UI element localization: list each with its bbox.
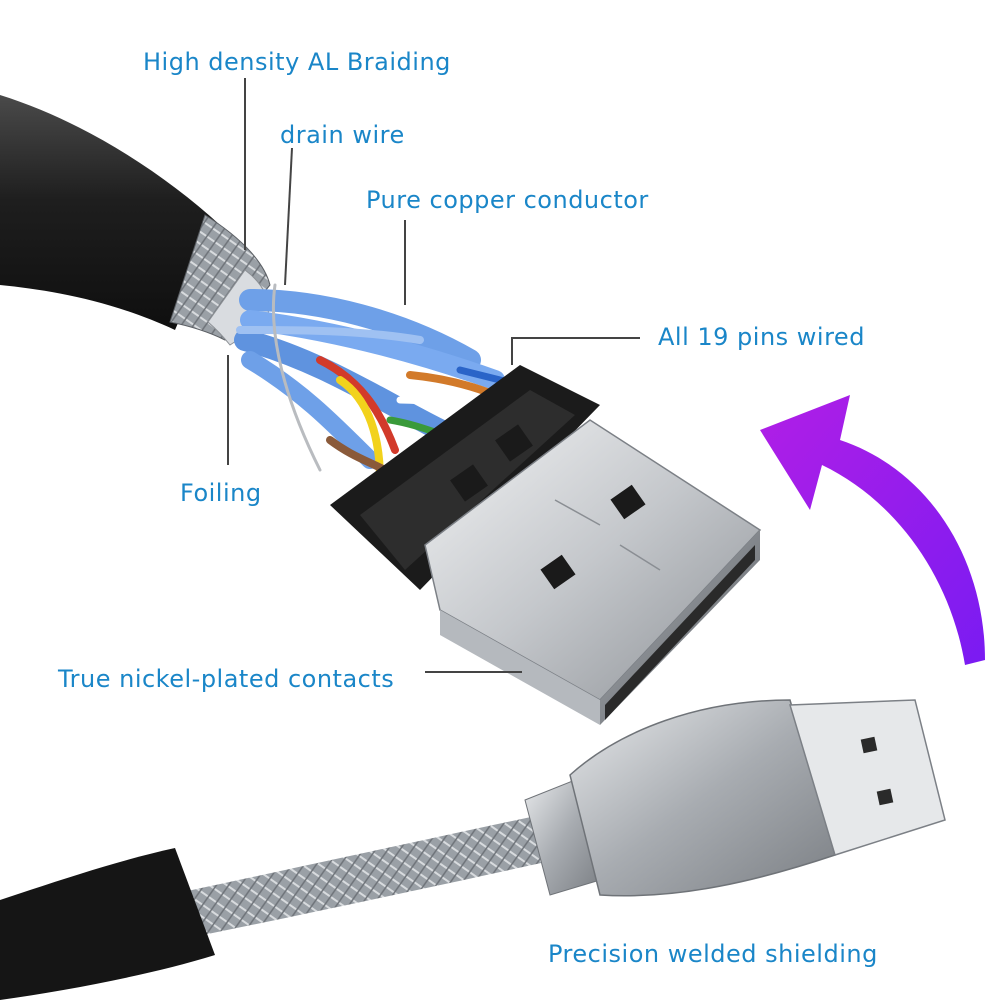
usb-cable (0, 699, 946, 1000)
label-copper-conductor: Pure copper conductor (366, 186, 649, 214)
label-braiding: High density AL Braiding (143, 48, 451, 76)
label-drain-wire: drain wire (280, 121, 405, 149)
hdmi-cable (0, 95, 762, 725)
curved-arrow-icon (760, 395, 985, 665)
usb-connector (789, 699, 946, 856)
label-welded-shielding: Precision welded shielding (548, 940, 878, 968)
usb-strain-relief (0, 848, 215, 1000)
label-nickel-contacts: True nickel-plated contacts (58, 665, 395, 693)
usb-metal-housing (569, 699, 836, 897)
hdmi-plug (424, 419, 762, 725)
label-foiling: Foiling (180, 479, 262, 507)
label-pins-wired: All 19 pins wired (658, 323, 865, 351)
wire-bundle (234, 283, 524, 484)
cable-jacket (0, 95, 220, 330)
leader-lines (227, 78, 640, 673)
